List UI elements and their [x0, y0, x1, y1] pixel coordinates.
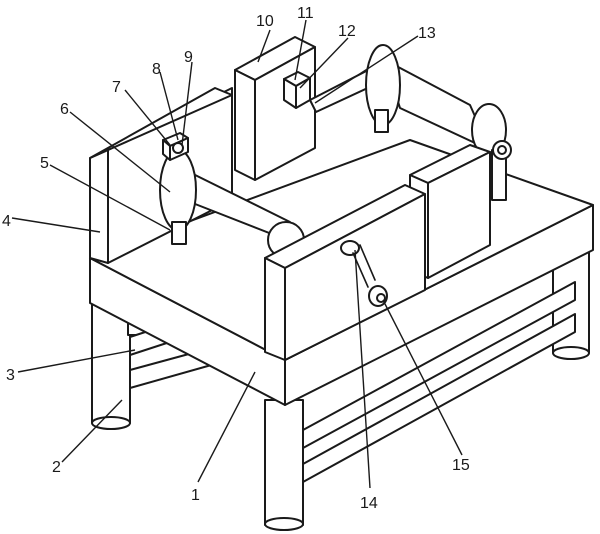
callout-5: 5 — [40, 155, 49, 172]
control-box — [234, 36, 316, 181]
callout-11: 11 — [297, 5, 314, 22]
callout-12: 12 — [338, 23, 356, 40]
callout-4: 4 — [2, 213, 11, 230]
rear-bearing-left — [374, 109, 389, 133]
front-right-leg — [264, 399, 304, 531]
callout-1: 1 — [191, 487, 200, 504]
crank-handle — [340, 240, 388, 307]
callout-9: 9 — [184, 49, 193, 66]
right-cross-braces — [302, 281, 576, 483]
callout-14: 14 — [360, 495, 378, 512]
bolt — [172, 142, 184, 154]
callout-6: 6 — [60, 101, 69, 118]
rear-roller — [365, 44, 507, 157]
callout-7: 7 — [112, 79, 121, 96]
callout-10: 10 — [256, 13, 274, 30]
callout-3: 3 — [6, 367, 15, 384]
callout-8: 8 — [152, 61, 161, 78]
callout-13: 13 — [418, 25, 436, 42]
callout-15: 15 — [452, 457, 470, 474]
leader-lines — [11, 19, 463, 489]
front-bearing — [171, 221, 187, 245]
front-panel — [264, 184, 426, 361]
callout-2: 2 — [52, 459, 61, 476]
rear-bearing-right — [491, 140, 512, 201]
switch — [283, 71, 311, 109]
callout-labels: 1 2 3 4 5 6 7 8 9 10 11 12 13 14 15 — [2, 5, 470, 512]
